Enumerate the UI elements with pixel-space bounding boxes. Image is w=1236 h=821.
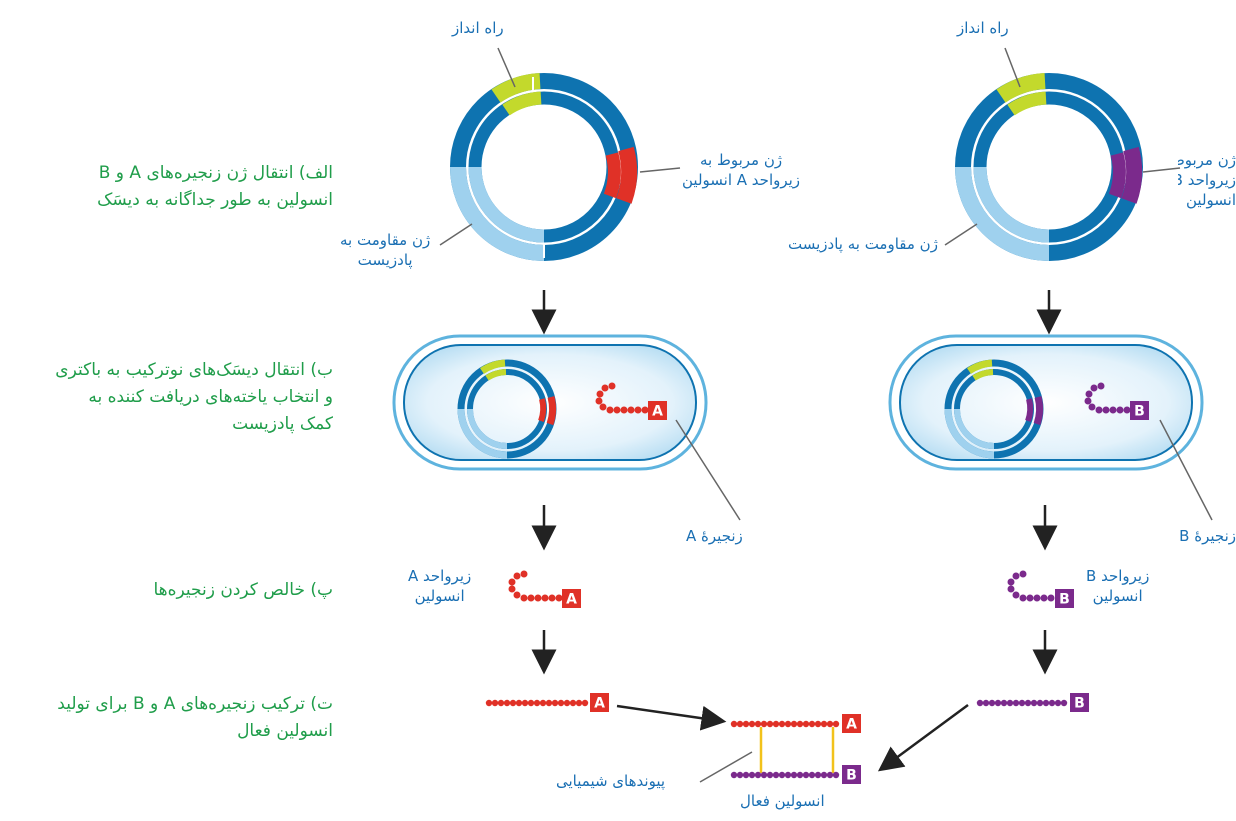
label-gene-a-line-1: ژن مربوط به xyxy=(699,151,783,169)
tag-b-cell: B xyxy=(1134,404,1145,420)
bacterium-b: B xyxy=(888,334,1204,471)
tag-a-active: A xyxy=(846,717,857,733)
leader-lines-top xyxy=(439,47,1181,246)
step-a: الف) انتقال ژن زنجیره‌های A و B انسولین … xyxy=(97,160,333,214)
active-chain-a xyxy=(730,714,861,733)
linear-chain-a xyxy=(485,693,609,712)
label-gene-a: ژن مربوط به زیرواحد A انسولین xyxy=(682,150,800,190)
plasmid-a-resistance-outer xyxy=(450,166,545,261)
active-chain-b xyxy=(730,765,861,784)
label-subunit-a: زیرواحد A انسولین xyxy=(408,566,471,606)
label-gene-a-line-2: زیرواحد A انسولین xyxy=(682,171,801,189)
label-gene-b-line-2: زیرواحد B xyxy=(1178,171,1236,189)
step-t: ت) ترکیب زنجیره‌های A و B برای تولید انس… xyxy=(57,691,333,745)
step-b: ب) انتقال دیسَک‌های نوترکیب به باکتری و … xyxy=(55,357,333,438)
step-p: پ) خالص کردن زنجیره‌ها xyxy=(153,577,333,604)
plasmid-b-resistance-inner xyxy=(973,166,1050,243)
tag-a-cell: A xyxy=(652,404,663,420)
plasmid-b-resistance-outer xyxy=(955,166,1050,261)
step-t-line-1: ت) ترکیب زنجیره‌های A و B برای تولید xyxy=(57,694,333,714)
step-a-line-1: الف) انتقال ژن زنجیره‌های A و B xyxy=(98,163,333,183)
label-active-insulin: انسولین فعال xyxy=(740,792,825,810)
plasmid-b-gene-inner xyxy=(1108,152,1126,199)
plasmid-a-gene-inner xyxy=(603,152,621,199)
label-chain-b: زنجیرۀ B xyxy=(1179,527,1236,545)
label-resistance-left-line-1: ژن مقاومت به xyxy=(340,231,431,249)
plasmid-a-gene-outer xyxy=(616,146,638,204)
label-resistance-left: ژن مقاومت به پادزیست xyxy=(340,230,430,270)
label-resistance-left-line-2: پادزیست xyxy=(357,251,413,269)
step-a-line-2: انسولین به طور جداگانه به دیسَک xyxy=(97,190,333,210)
chain-b-in-cell xyxy=(1084,382,1149,420)
label-subunit-a-line-2: انسولین xyxy=(414,587,465,605)
label-gene-b: ژن مربوط زیرواحد B انسولین xyxy=(1178,150,1236,210)
label-subunit-b-line-2: انسولین xyxy=(1092,587,1143,605)
step-b-line-2: و انتخاب یاخته‌های دریافت کننده به xyxy=(88,387,333,407)
purified-chain-a xyxy=(508,570,581,608)
linear-chain-b xyxy=(976,693,1089,712)
label-subunit-b: زیرواحد B انسولین xyxy=(1086,566,1149,606)
plasmid-b-promoter-outer xyxy=(996,73,1046,103)
label-chemical-bonds: پیوندهای شیمیایی xyxy=(556,772,666,790)
label-gene-b-line-1: ژن مربوط xyxy=(1178,151,1236,169)
plasmid-a-promoter-outer xyxy=(491,73,541,103)
label-resistance-right: ژن مقاومت به پادزیست xyxy=(788,235,938,253)
plasmid-a-promoter-inner xyxy=(502,91,542,116)
plasmid-b-promoter-inner xyxy=(1007,91,1047,116)
tag-a-linear: A xyxy=(594,696,605,712)
step-b-line-1: ب) انتقال دیسَک‌های نوترکیب به باکتری xyxy=(55,360,333,380)
chain-a-in-cell xyxy=(595,382,667,420)
bacterium-a: A xyxy=(392,334,708,471)
label-subunit-a-line-1: زیرواحد A xyxy=(408,567,472,585)
label-chain-a: زنجیرۀ A xyxy=(686,527,743,545)
step-t-line-2: انسولین فعال xyxy=(237,721,333,741)
plasmid-a xyxy=(450,73,638,261)
label-promoter-left: راه انداز xyxy=(452,19,504,37)
arrow-a-to-active xyxy=(616,704,727,731)
tag-b-purified: B xyxy=(1059,592,1070,608)
tag-b-linear: B xyxy=(1074,696,1085,712)
label-subunit-b-line-1: زیرواحد B xyxy=(1086,567,1150,585)
purified-chain-b xyxy=(1007,570,1074,608)
step-b-line-3: کمک پادزیست xyxy=(232,414,333,434)
plasmid-a-resistance-inner xyxy=(468,166,545,243)
tag-b-active: B xyxy=(846,768,857,784)
tag-a-purified: A xyxy=(566,592,577,608)
label-promoter-right: راه انداز xyxy=(957,19,1009,37)
label-gene-b-line-3: انسولین xyxy=(1186,191,1236,209)
active-insulin: A B xyxy=(730,714,861,784)
arrow-b-to-active xyxy=(877,703,969,772)
plasmid-b-gene-outer xyxy=(1121,146,1143,204)
step-p-line-1: پ) خالص کردن زنجیره‌ها xyxy=(153,580,333,600)
plasmid-b xyxy=(955,73,1143,261)
